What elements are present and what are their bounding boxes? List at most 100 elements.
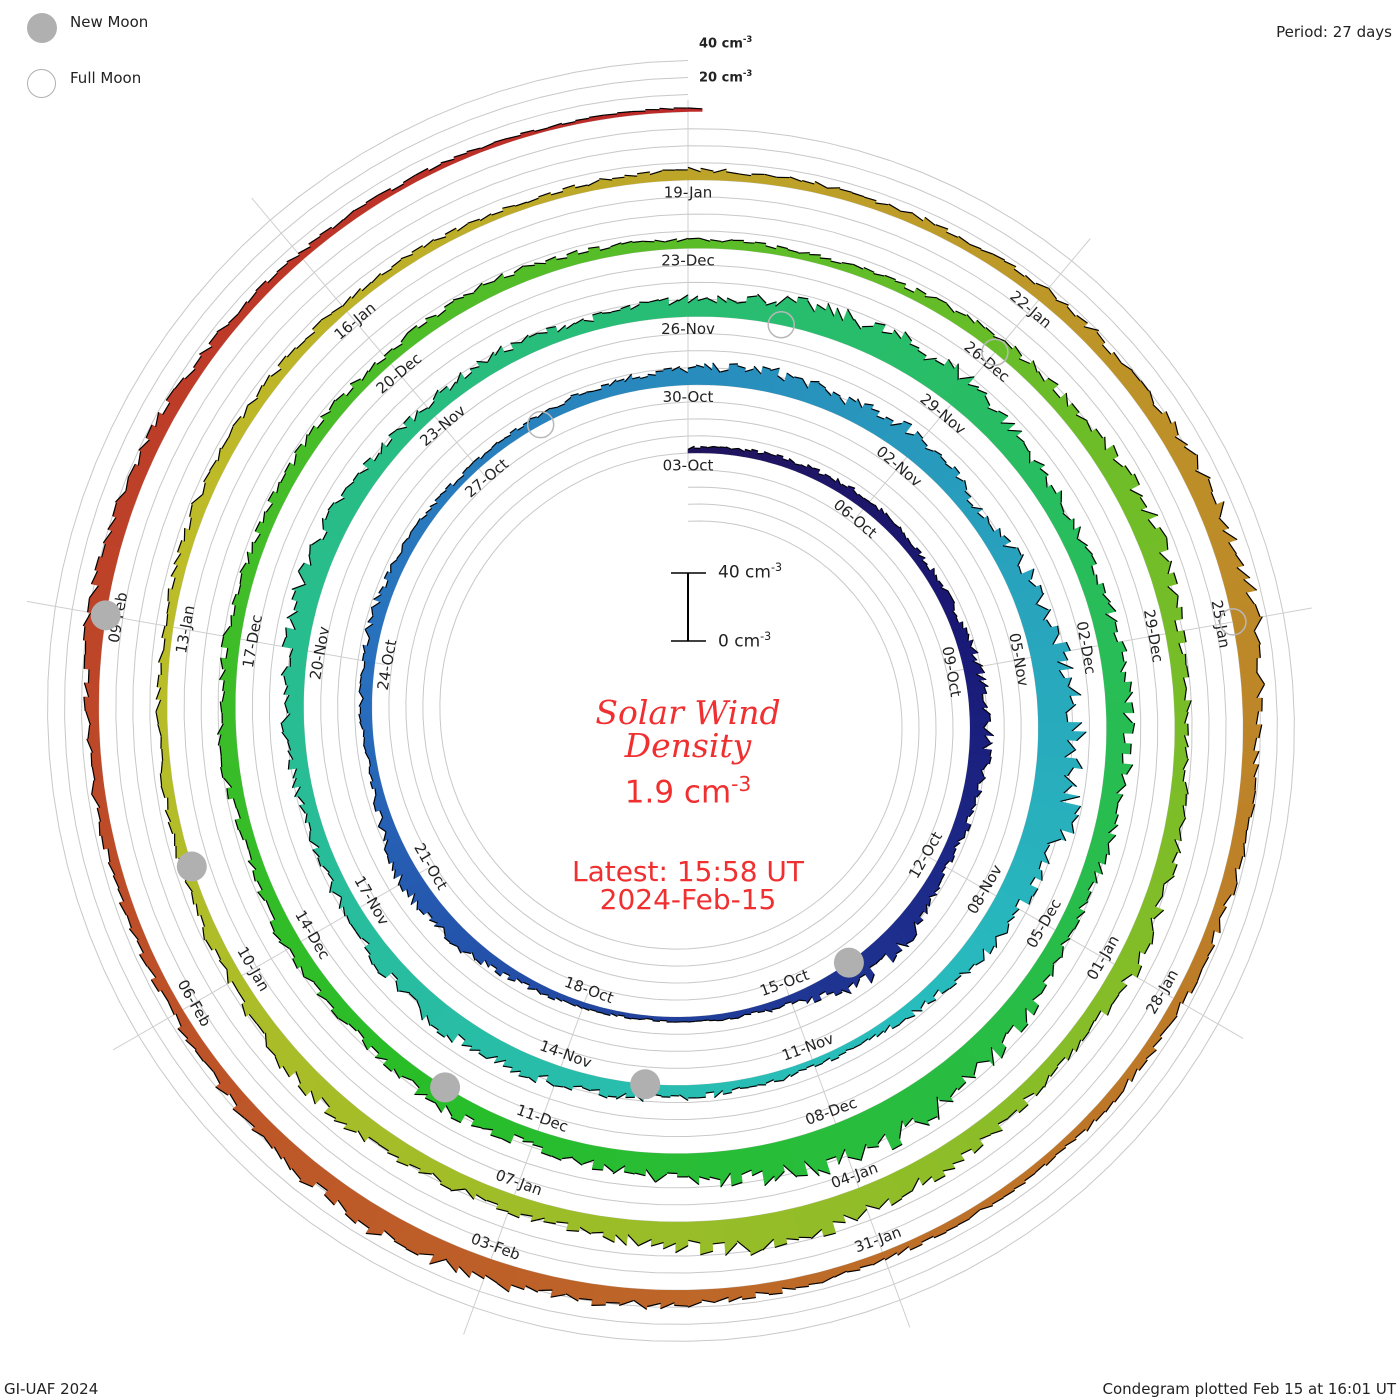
density-outline bbox=[338, 896, 343, 909]
density-outline bbox=[399, 884, 404, 892]
density-outline bbox=[1025, 275, 1036, 285]
density-outline bbox=[173, 552, 182, 565]
density-outline bbox=[520, 334, 529, 344]
density-outline bbox=[471, 1125, 483, 1129]
density-outline bbox=[338, 1017, 349, 1025]
density-outline bbox=[1124, 691, 1134, 704]
density-outline bbox=[1152, 1037, 1163, 1048]
density-segment bbox=[713, 1082, 724, 1099]
density-outline bbox=[1114, 621, 1118, 633]
density-outline bbox=[378, 586, 384, 594]
density-outline bbox=[160, 760, 163, 774]
density-outline bbox=[402, 537, 409, 545]
density-outline bbox=[1182, 758, 1189, 771]
density-segment bbox=[930, 297, 948, 315]
density-outline bbox=[237, 991, 246, 1003]
density-outline bbox=[687, 295, 699, 304]
density-outline bbox=[291, 1168, 302, 1180]
density-segment bbox=[572, 1141, 588, 1166]
density-outline bbox=[491, 441, 498, 449]
density-outline bbox=[821, 1275, 835, 1284]
density-outline bbox=[814, 999, 822, 1004]
density-outline bbox=[678, 1094, 689, 1101]
density-segment bbox=[967, 686, 988, 696]
density-outline bbox=[985, 327, 995, 336]
density-outline bbox=[165, 613, 169, 627]
density-outline bbox=[1207, 478, 1214, 492]
density-segment bbox=[624, 373, 635, 393]
chart-title: Solar Wind Density bbox=[538, 696, 838, 762]
new-moon-marker bbox=[430, 1072, 461, 1103]
density-segment bbox=[965, 773, 987, 784]
density-outline bbox=[800, 464, 807, 469]
density-outline bbox=[728, 1296, 743, 1303]
density-outline bbox=[194, 1050, 204, 1062]
density-outline bbox=[561, 121, 576, 126]
density-outline bbox=[163, 638, 166, 651]
density-outline bbox=[174, 377, 185, 390]
density-segment bbox=[160, 772, 173, 787]
density-outline bbox=[696, 1096, 706, 1099]
density-outline bbox=[677, 294, 689, 302]
density-outline bbox=[355, 930, 362, 940]
density-outline bbox=[288, 947, 296, 958]
density-outline bbox=[1183, 735, 1189, 748]
density-outline bbox=[415, 167, 429, 176]
density-outline bbox=[1073, 920, 1080, 930]
density-segment bbox=[1092, 444, 1119, 469]
density-outline bbox=[396, 1160, 409, 1167]
density-outline bbox=[354, 203, 367, 212]
new-moon-marker bbox=[90, 600, 121, 631]
density-outline bbox=[649, 170, 663, 176]
density-outline bbox=[979, 1205, 993, 1211]
density-outline bbox=[1063, 785, 1073, 794]
density-outline bbox=[1084, 546, 1094, 555]
density-outline bbox=[1159, 527, 1168, 538]
density-segment bbox=[835, 1119, 862, 1161]
density-outline bbox=[541, 993, 549, 996]
date-label: 30-Oct bbox=[663, 388, 714, 406]
density-outline bbox=[535, 988, 542, 995]
density-outline bbox=[509, 427, 517, 434]
density-outline bbox=[1253, 737, 1258, 752]
density-outline bbox=[863, 196, 877, 202]
density-segment bbox=[284, 694, 304, 705]
density-outline bbox=[960, 1148, 972, 1155]
density-outline bbox=[1196, 454, 1199, 470]
legend-new-moon: New Moon bbox=[70, 13, 149, 31]
density-outline bbox=[871, 408, 880, 413]
density-outline bbox=[830, 1056, 840, 1062]
density-outline bbox=[1171, 851, 1178, 864]
density-outline bbox=[574, 318, 584, 325]
density-outline bbox=[1244, 829, 1248, 844]
density-outline bbox=[231, 593, 237, 605]
density-outline bbox=[167, 588, 170, 602]
density-outline bbox=[312, 319, 322, 330]
density-outline bbox=[781, 1287, 796, 1290]
density-outline bbox=[264, 1032, 268, 1048]
density-outline bbox=[254, 533, 261, 544]
density-outline bbox=[909, 343, 920, 349]
density-outline bbox=[1101, 344, 1112, 355]
density-segment bbox=[825, 391, 841, 413]
density-outline bbox=[890, 422, 903, 426]
density-outline bbox=[308, 235, 321, 245]
density-outline bbox=[1182, 677, 1188, 690]
density-outline bbox=[774, 1079, 783, 1083]
density-outline bbox=[91, 780, 95, 795]
density-segment bbox=[1048, 299, 1070, 317]
density-outline bbox=[859, 1263, 873, 1269]
density-outline bbox=[368, 361, 376, 373]
density-outline bbox=[543, 1221, 556, 1225]
density-outline bbox=[860, 1143, 867, 1162]
density-segment bbox=[728, 1149, 743, 1187]
density-segment bbox=[819, 1268, 835, 1284]
density-outline bbox=[579, 1226, 592, 1235]
density-outline bbox=[357, 1029, 365, 1039]
density-segment bbox=[749, 449, 759, 460]
density-outline bbox=[874, 504, 880, 512]
density-outline bbox=[282, 1065, 290, 1078]
density-outline bbox=[916, 287, 927, 295]
density-outline bbox=[248, 849, 253, 860]
density-outline bbox=[899, 526, 904, 534]
